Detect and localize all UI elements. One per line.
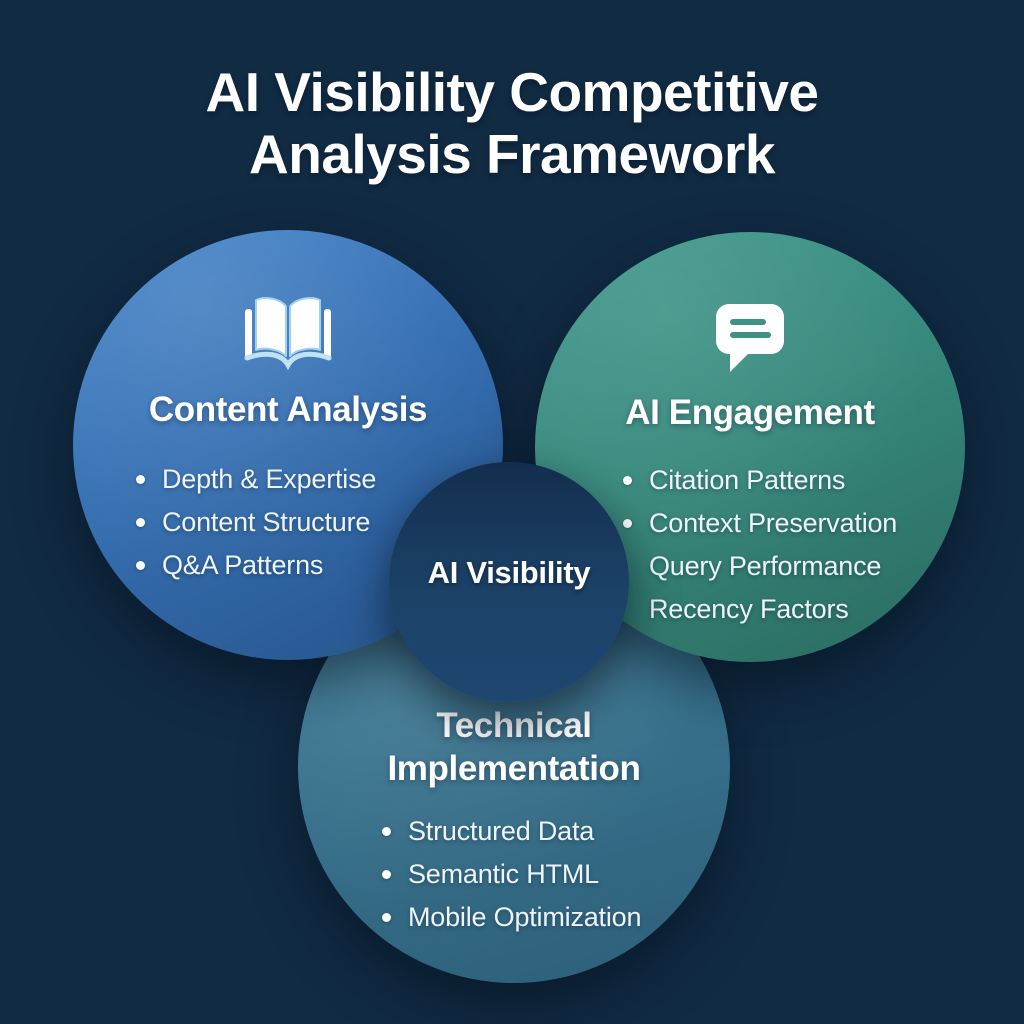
- bullet-dot: [136, 474, 145, 484]
- content-analysis-list: Depth & Expertise Content Structure Q&A …: [73, 458, 376, 587]
- list-item-label: Mobile Optimization: [408, 902, 642, 933]
- ai-visibility-label: AI Visibility: [427, 555, 591, 590]
- list-item: Depth & Expertise: [136, 458, 376, 501]
- bullet-dot: [136, 517, 145, 527]
- list-item: Content Structure: [136, 501, 376, 544]
- list-item-label: Semantic HTML: [408, 859, 599, 890]
- list-item: Recency Factors: [623, 588, 897, 631]
- technical-implementation-list: Structured Data Semantic HTML Mobile Opt…: [298, 810, 641, 939]
- list-item-label: Context Preservation: [649, 507, 898, 538]
- list-item-label: Q&A Patterns: [162, 549, 324, 580]
- page-title-line2: Analysis Framework: [249, 122, 775, 185]
- bullet-dot: [623, 518, 632, 528]
- list-item-label: Content Structure: [162, 506, 371, 537]
- bullet-dot: [136, 560, 145, 570]
- circle-ai-visibility: AI Visibility: [389, 462, 629, 702]
- list-item: Query Performance: [623, 545, 897, 588]
- list-item: Context Preservation: [623, 502, 897, 545]
- list-item: Citation Patterns: [623, 459, 897, 502]
- bullet-dot: [382, 913, 391, 923]
- bullet-dot: [623, 475, 632, 485]
- list-item-label: Depth & Expertise: [162, 463, 377, 494]
- page-title-line1: AI Visibility Competitive: [205, 61, 819, 123]
- list-item: Structured Data: [382, 810, 641, 853]
- ai-engagement-heading: AI Engagement: [625, 393, 875, 432]
- list-item-label: Query Performance: [649, 550, 882, 581]
- open-book-icon: [240, 294, 336, 374]
- list-item-label: Structured Data: [408, 816, 595, 847]
- ai-engagement-list: Citation Patterns Context Preservation Q…: [535, 459, 897, 631]
- list-item-label: Recency Factors: [649, 593, 849, 624]
- list-item: Q&A Patterns: [136, 544, 376, 587]
- chat-bubble-icon: [708, 298, 792, 386]
- list-item-label: Citation Patterns: [649, 464, 846, 495]
- list-item: Mobile Optimization: [382, 896, 641, 939]
- content-analysis-heading: Content Analysis: [148, 390, 428, 429]
- page-title: AI Visibility Competitive Analysis Frame…: [0, 61, 1024, 185]
- list-item: Semantic HTML: [382, 853, 641, 896]
- technical-implementation-heading: Technical Implementation: [387, 706, 641, 788]
- bullet-dot: [382, 870, 391, 880]
- bullet-dot: [382, 827, 391, 837]
